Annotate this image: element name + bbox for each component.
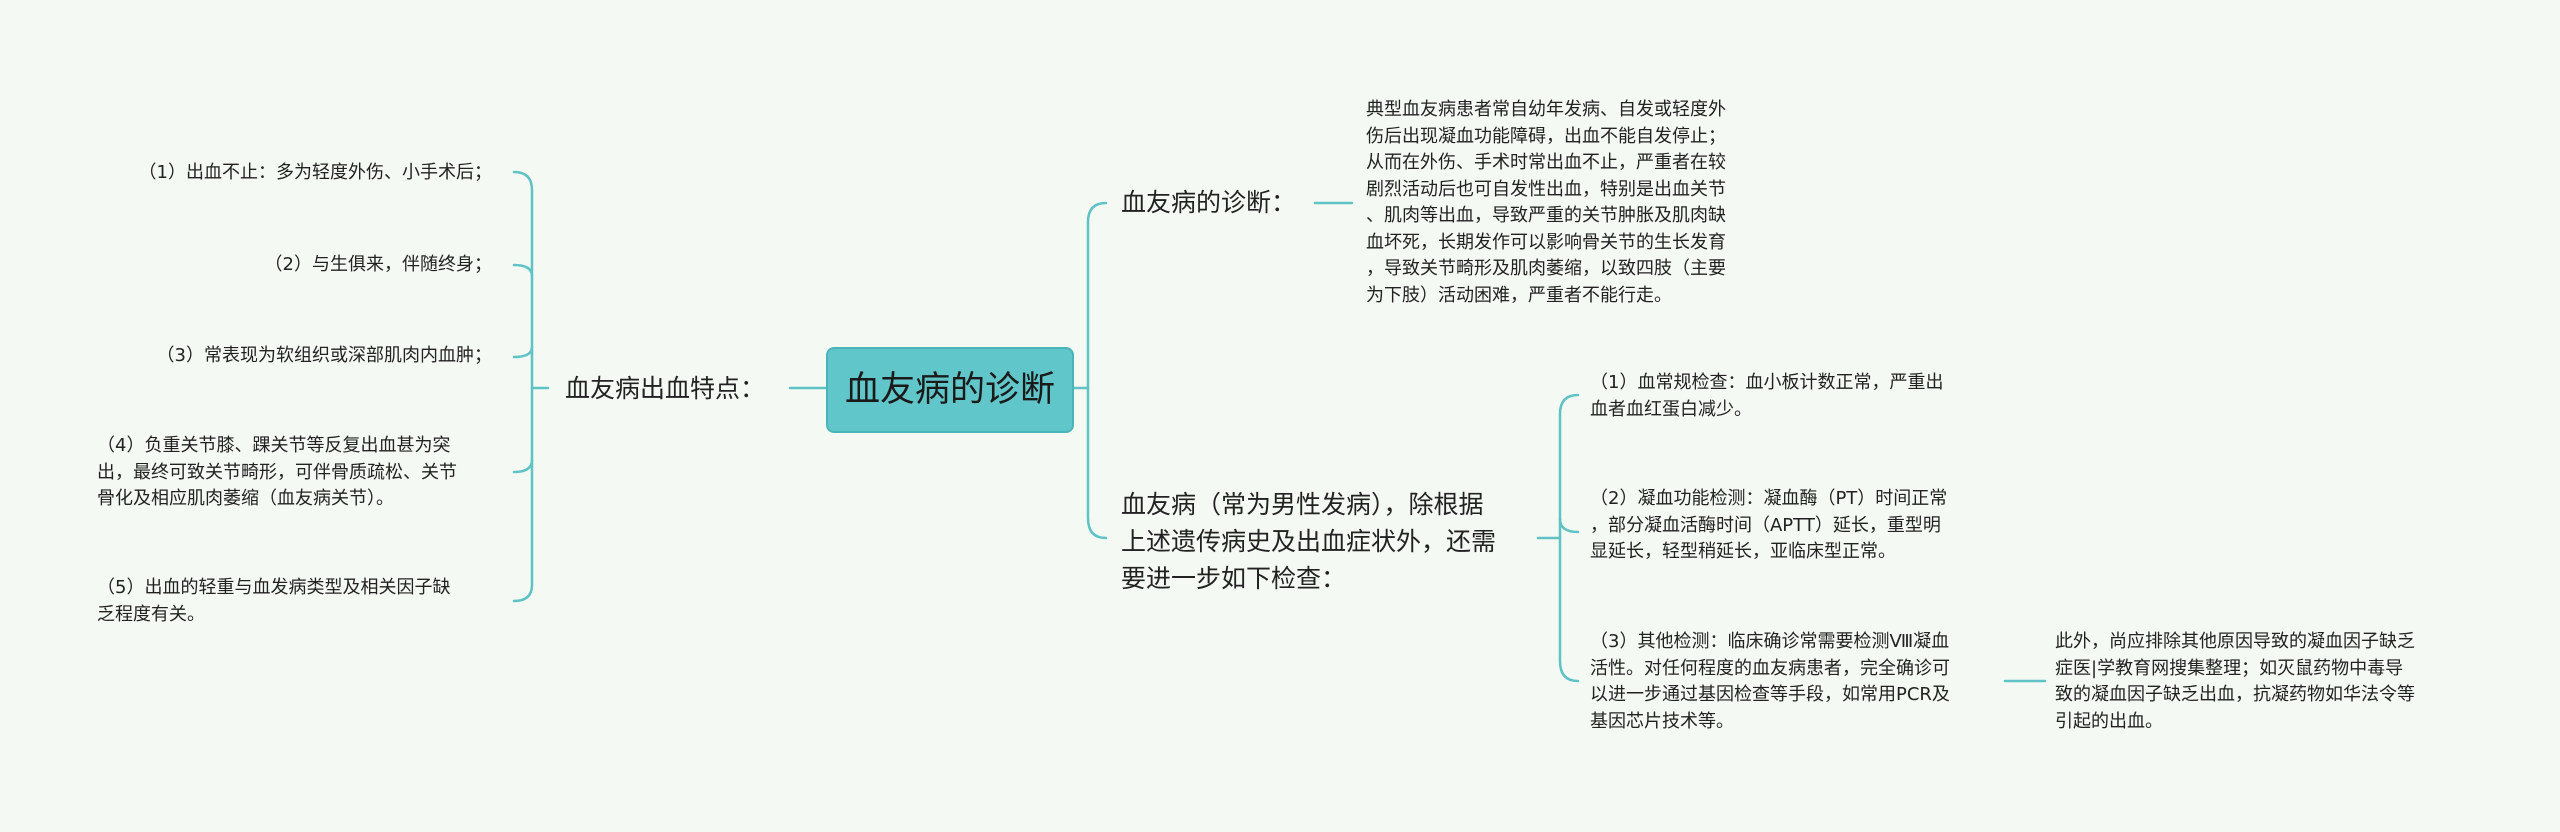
leaf-bleeding-5[interactable]: （5）出血的轻重与血发病类型及相关因子缺 乏程度有关。	[97, 577, 451, 625]
root-topic[interactable]: 血友病的诊断	[826, 347, 1074, 433]
connector-right-bracket	[1086, 201, 1108, 540]
branch-bleeding-features[interactable]: 血友病出血特点：	[565, 374, 766, 403]
leaf-test-1[interactable]: （1）血常规检查：血小板计数正常，严重出 血者血红蛋白减少。	[1590, 372, 1944, 420]
leaf-test-2[interactable]: （2）凝血功能检测：凝血酶（PT）时间正常 ，部分凝血活酶时间（APTT）延长，…	[1590, 488, 1948, 562]
leaf-bleeding-4[interactable]: （4）负重关节膝、踝关节等反复出血甚为突 出，最终可致关节畸形，可伴骨质疏松、关…	[97, 435, 457, 509]
connector-left-bracket	[512, 170, 534, 603]
branch-diagnosis[interactable]: 血友病的诊断：	[1121, 188, 1297, 217]
leaf-bleeding-2[interactable]: （2）与生俱来，伴随终身；	[264, 254, 492, 275]
leaf-test-3-detail[interactable]: 此外，尚应排除其他原因导致的凝血因子缺乏 症医|学教育网搜集整理；如灭鼠药物中毒…	[2055, 631, 2415, 732]
leaf-bleeding-3[interactable]: （3）常表现为软组织或深部肌肉内血肿；	[156, 345, 492, 366]
branch-further-tests[interactable]: 血友病（常为男性发病），除根据 上述遗传病史及出血症状外，还需 要进一步如下检查…	[1121, 490, 1497, 593]
connector-bottom-bracket	[1558, 393, 1580, 683]
leaf-bleeding-1[interactable]: （1）出血不止：多为轻度外伤、小手术后；	[138, 162, 492, 183]
leaf-test-3[interactable]: （3）其他检测：临床确诊常需要检测Ⅷ凝血 活性。对任何程度的血友病患者，完全确诊…	[1590, 631, 1950, 732]
leaf-diagnosis-detail[interactable]: 典型血友病患者常自幼年发病、自发或轻度外 伤后出现凝血功能障碍，出血不能自发停止…	[1366, 99, 1726, 306]
